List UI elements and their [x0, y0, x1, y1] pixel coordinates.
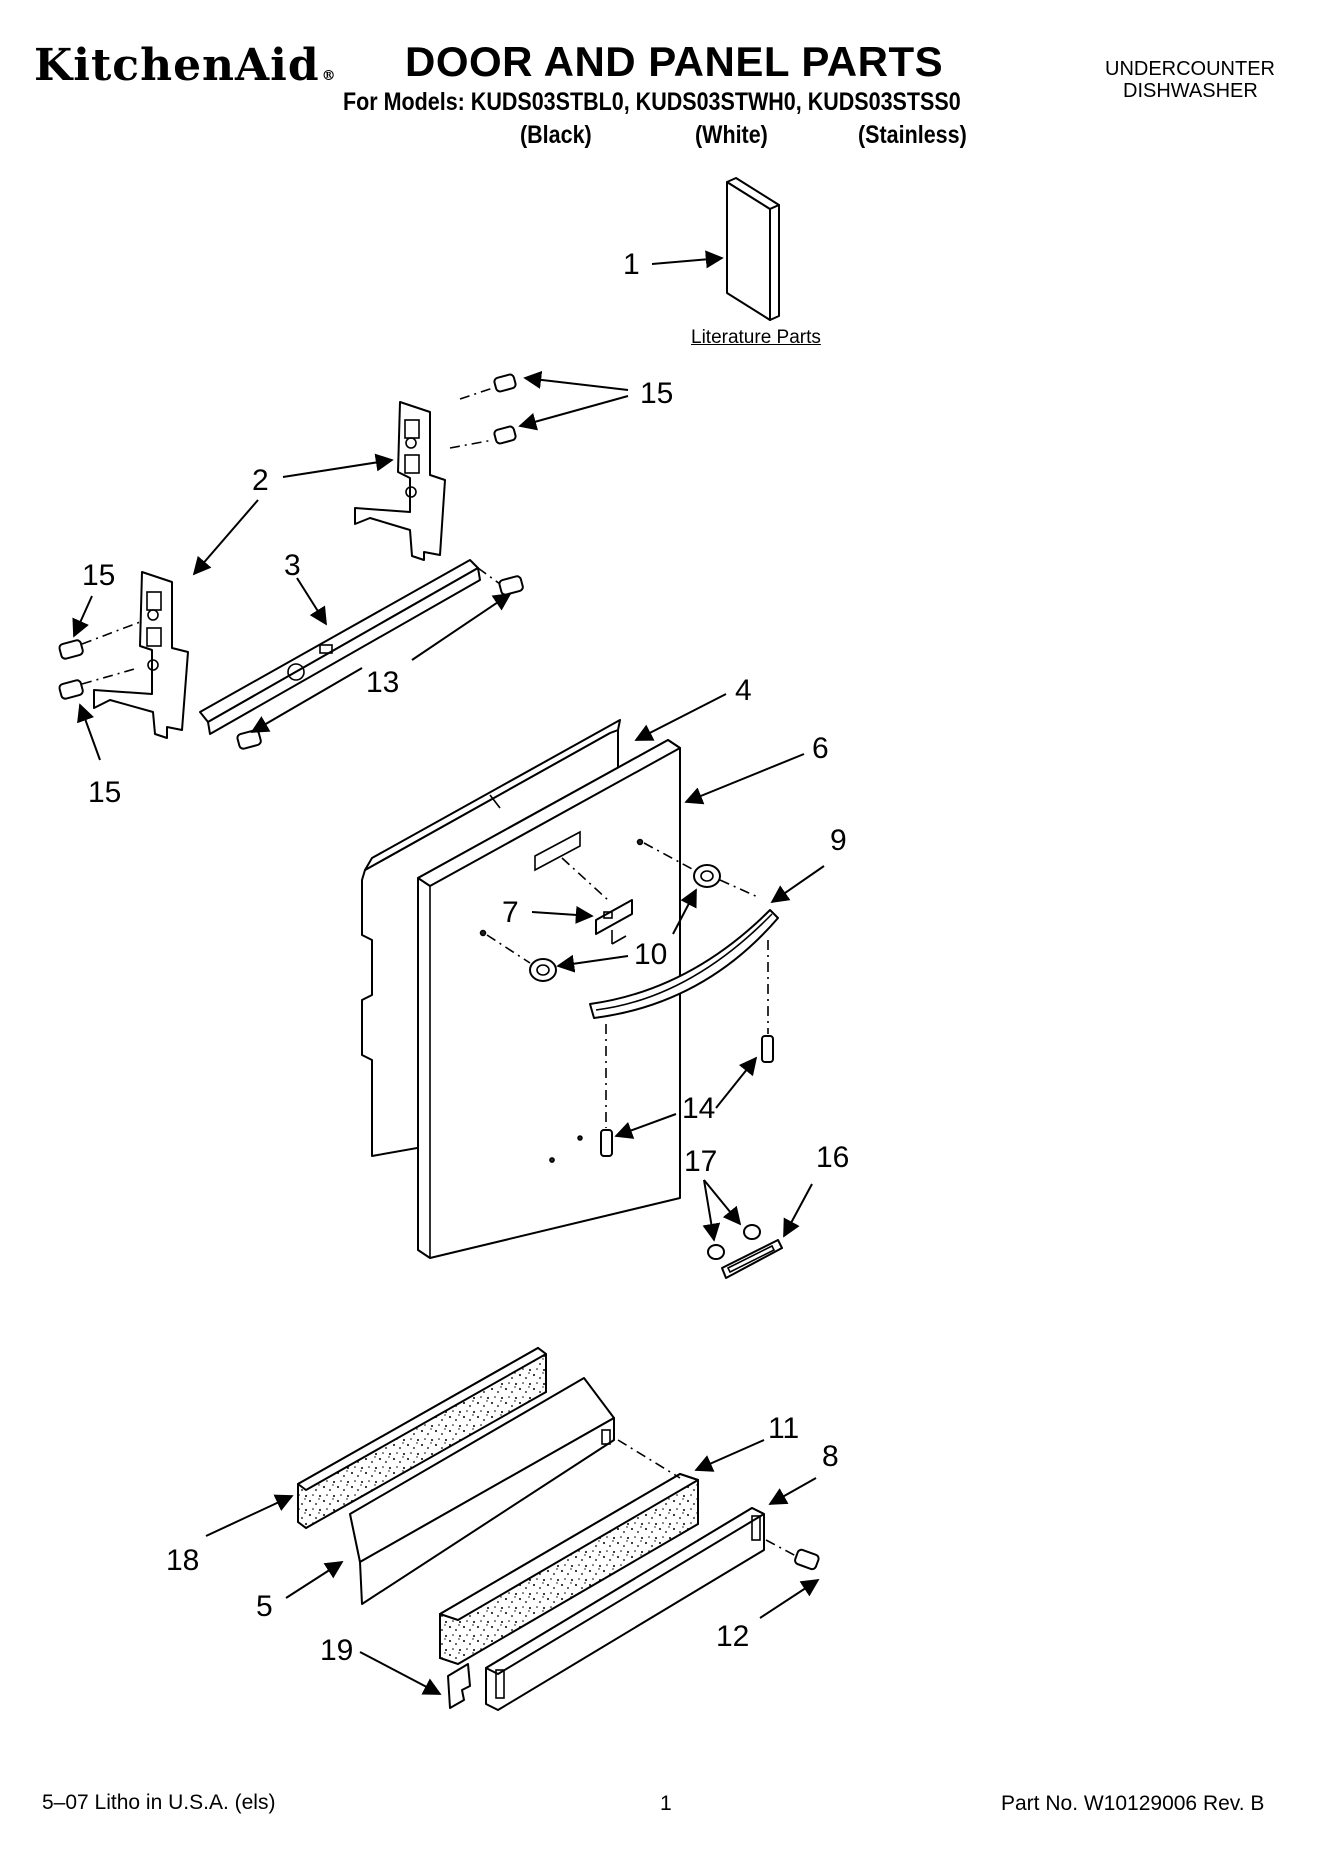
part-curved-handle	[589, 909, 779, 1019]
leader-13b	[411, 592, 512, 661]
callout-15-left-top: 15	[82, 559, 115, 592]
brand-logo: KitchenAid®	[34, 40, 337, 91]
part-door-brace	[199, 559, 481, 735]
callout-10: 10	[634, 938, 667, 971]
callout-3: 3	[284, 549, 301, 582]
models-line: For Models: KUDS03STBL0, KUDS03STWH0, KU…	[343, 88, 961, 116]
callout-2: 2	[252, 464, 269, 497]
callout-18: 18	[166, 1544, 199, 1577]
leader-11	[694, 1439, 765, 1472]
part-upper-foam-strip	[297, 1346, 547, 1530]
leader-14b	[614, 1113, 677, 1139]
part-kick-bracket	[349, 1377, 615, 1605]
callout-5: 5	[256, 1590, 273, 1623]
footer-litho: 5–07 Litho in U.S.A. (els)	[42, 1791, 276, 1814]
leader-15b	[518, 395, 629, 431]
callout-9: 9	[830, 824, 847, 857]
callout-6: 6	[812, 732, 829, 765]
leader-17b	[702, 1179, 721, 1242]
part-left-door-bracket	[93, 571, 189, 739]
leader-16	[783, 1183, 813, 1238]
part-right-door-bracket	[354, 401, 446, 561]
callout-4: 4	[735, 674, 752, 707]
part-screws	[58, 373, 524, 750]
leader-9	[770, 865, 825, 904]
part-clip	[447, 1663, 471, 1709]
callout-15-top: 15	[640, 377, 673, 410]
callout-12: 12	[716, 1620, 749, 1653]
variant-stainless: (Stainless)	[858, 121, 967, 149]
leader-15c	[72, 595, 93, 638]
leader-6	[684, 753, 805, 805]
footer-part-number: Part No. W10129006 Rev. B	[1001, 1792, 1265, 1815]
callout-17: 17	[684, 1145, 717, 1178]
part-lower-foam-strip	[439, 1472, 699, 1666]
dash-screw-5	[477, 567, 501, 585]
dash-toe-screw	[765, 1539, 797, 1557]
leader-10b	[556, 954, 629, 973]
literature-parts-label: Literature Parts	[691, 327, 821, 348]
leader-4	[634, 693, 727, 741]
dash-latch	[561, 857, 609, 901]
callout-11: 11	[768, 1412, 799, 1445]
leader-5	[285, 1561, 344, 1599]
page-title: DOOR AND PANEL PARTS	[405, 38, 944, 85]
leader-15a	[523, 370, 629, 391]
dash-screw-1	[459, 387, 494, 400]
leader-7	[531, 905, 594, 924]
leader-18	[205, 1494, 294, 1537]
leader-2b	[192, 499, 259, 576]
dash-standoff-3	[719, 879, 761, 899]
appliance-type-line2: DISHWASHER	[1123, 80, 1258, 102]
leader-13a	[250, 667, 363, 733]
part-latch	[595, 899, 633, 945]
callout-16: 16	[816, 1141, 849, 1174]
part-handle-standoffs	[529, 864, 721, 982]
leader-2a	[282, 453, 394, 478]
callout-7: 7	[502, 896, 519, 929]
registered-mark: ®	[321, 68, 337, 84]
dash-standoff-1	[643, 842, 695, 871]
part-literature-booklet	[726, 177, 780, 321]
leader-1	[651, 250, 724, 269]
appliance-type-line1: UNDERCOUNTER	[1105, 58, 1275, 80]
callout-1: 1	[623, 248, 640, 281]
part-handle-screws	[600, 1035, 774, 1157]
leader-8	[768, 1477, 817, 1505]
leader-12	[759, 1579, 820, 1619]
dash-screw-2	[449, 439, 494, 449]
callout-19: 19	[320, 1634, 353, 1667]
variant-black: (Black)	[520, 121, 592, 149]
leader-17a	[703, 1179, 742, 1226]
dash-standoff-2	[486, 934, 531, 964]
part-badge	[721, 1239, 783, 1279]
callout-14: 14	[682, 1092, 715, 1125]
leader-10a	[672, 888, 697, 935]
callout-8: 8	[822, 1440, 839, 1473]
footer-page-number: 1	[660, 1792, 672, 1815]
part-toe-panel-screw	[794, 1548, 820, 1571]
dash-screw-3	[81, 621, 141, 645]
dash-screw-4	[81, 667, 139, 685]
leader-3	[296, 577, 327, 626]
brand-name: KitchenAid	[34, 40, 320, 91]
variant-white: (White)	[695, 121, 768, 149]
leader-14a	[715, 1056, 758, 1109]
part-toe-panel	[485, 1507, 765, 1711]
dash-foam	[617, 1439, 681, 1479]
leader-15d	[77, 703, 101, 761]
callout-15-left-bottom: 15	[88, 776, 121, 809]
callout-13: 13	[366, 666, 399, 699]
leader-19	[359, 1651, 442, 1695]
part-badge-nuts	[707, 1224, 761, 1260]
